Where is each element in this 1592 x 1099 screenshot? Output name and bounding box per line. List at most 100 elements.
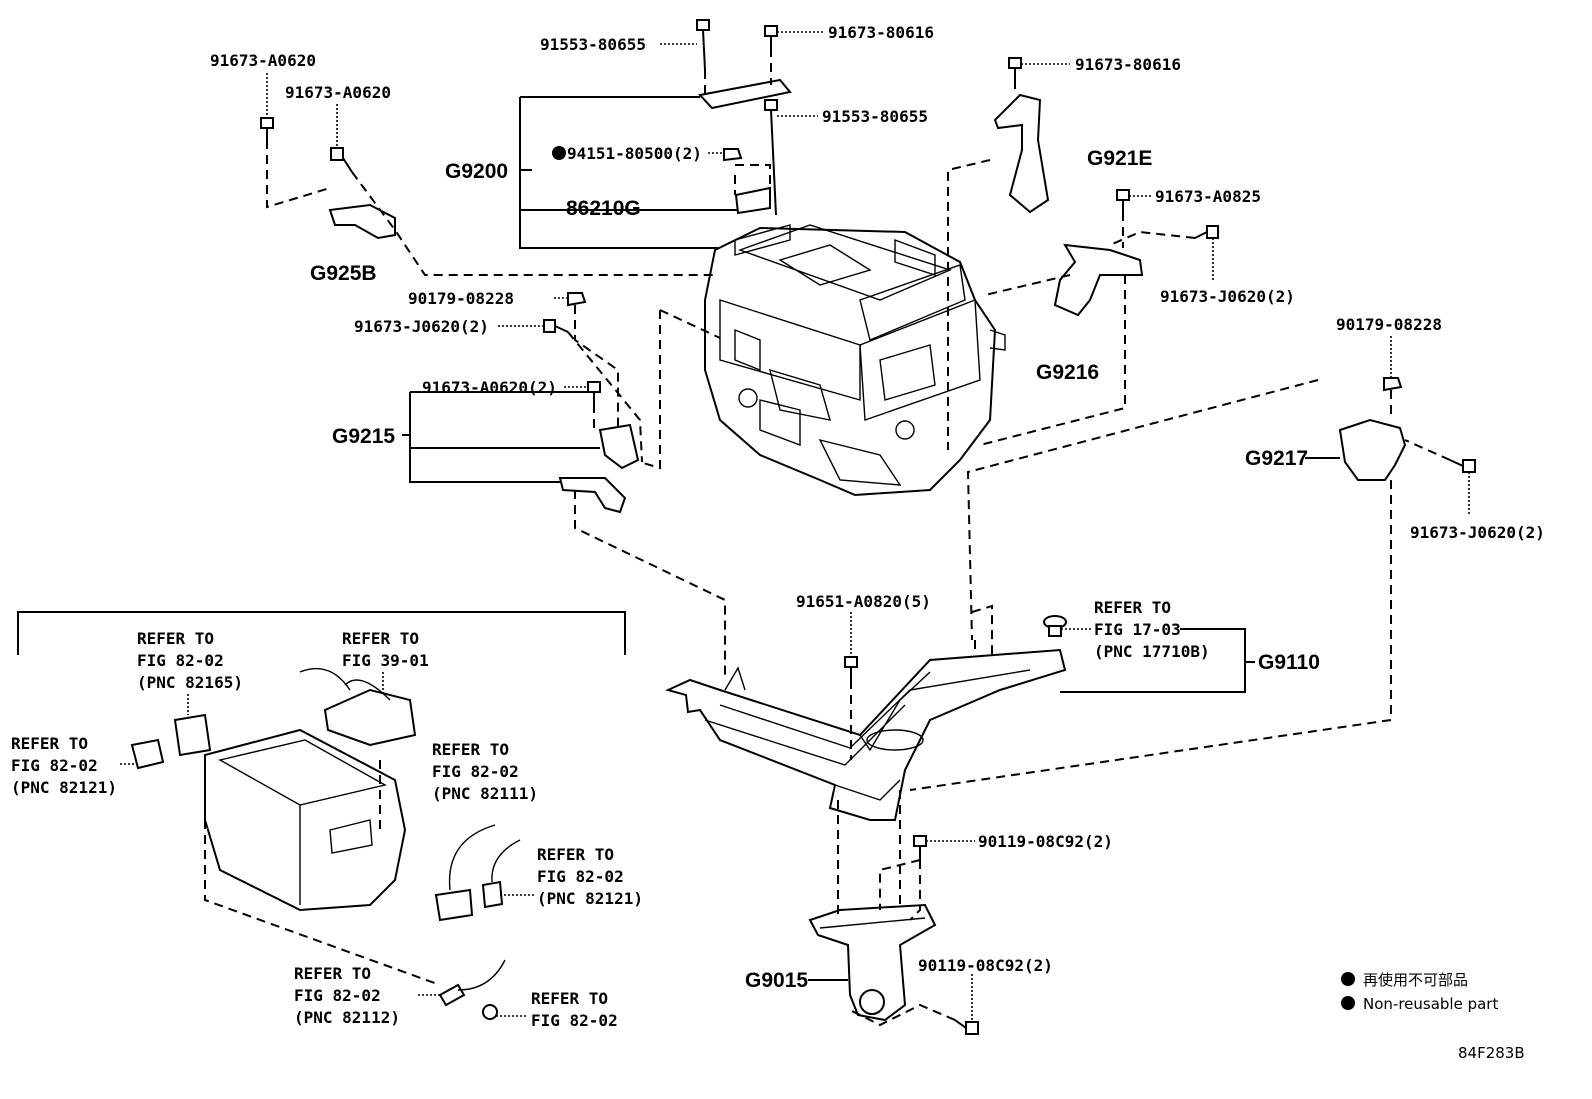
label-91673-A0620-a: 91673-A0620 <box>210 51 316 70</box>
svg-text:(PNC 82165): (PNC 82165) <box>137 673 243 692</box>
label-G9200: G9200 <box>445 160 508 183</box>
bolt-91651 <box>844 656 858 680</box>
svg-text:FIG 82-02: FIG 82-02 <box>137 651 224 670</box>
svg-text:FIG 82-02: FIG 82-02 <box>432 762 519 781</box>
svg-text:REFER TO: REFER TO <box>11 734 88 753</box>
bolt-91673-J0620-left <box>543 319 569 333</box>
svg-text:FIG 17-03: FIG 17-03 <box>1094 620 1181 639</box>
part-86210G-shape <box>734 186 771 215</box>
label-91553-80655-top: 91553-80655 <box>540 35 646 54</box>
label-91673-J0620-far: 91673-J0620(2) <box>1410 523 1545 542</box>
label-G9015: G9015 <box>745 969 808 992</box>
bolt-91553-80655-top <box>696 19 710 71</box>
svg-text:FIG 82-02: FIG 82-02 <box>537 867 624 886</box>
bracket-G9215-lower <box>558 477 627 514</box>
ref-82-02: REFER TO FIG 82-02 <box>531 989 618 1030</box>
bolt-91673-A0620-b <box>330 147 353 173</box>
svg-text:(PNC 17710B): (PNC 17710B) <box>1094 642 1210 661</box>
label-G9215: G9215 <box>332 425 395 448</box>
ref-82165: REFER TO FIG 82-02 (PNC 82165) <box>137 629 243 692</box>
label-91651-A0820: 91651-A0820(5) <box>796 592 931 611</box>
non-reusable-dot-icon <box>552 146 566 160</box>
inverter-assembly <box>704 224 1006 497</box>
bolt-91673-A0825 <box>1116 189 1130 212</box>
label-G9216: G9216 <box>1036 361 1099 384</box>
bolt-90119-a <box>913 835 927 860</box>
label-G921E: G921E <box>1087 147 1152 170</box>
diagram-code: 84F283B <box>1458 1044 1525 1062</box>
bolt-91553-80655-mid <box>764 99 778 216</box>
alignment-dashes <box>204 48 1451 1027</box>
label-86210G: 86210G <box>566 197 641 220</box>
label-G9110: G9110 <box>1258 651 1320 674</box>
bolt-91673-80616-top <box>764 25 778 48</box>
svg-text:FIG 82-02: FIG 82-02 <box>294 986 381 1005</box>
label-91673-A0620-b: 91673-A0620 <box>285 83 391 102</box>
bolt-91673-A0620-a <box>260 117 274 140</box>
label-90119-08C92-b: 90119-08C92(2) <box>918 956 1053 975</box>
label-91553-80655-mid: 91553-80655 <box>822 107 928 126</box>
svg-text:REFER TO: REFER TO <box>137 629 214 648</box>
bolt-91673-A0620-2 <box>587 381 601 404</box>
ref-39-01: REFER TO FIG 39-01 <box>342 629 429 670</box>
label-94151-80500: 94151-80500(2) <box>567 144 702 163</box>
part-labels: 91553-80655 91673-80616 91673-80616 9167… <box>210 23 1545 992</box>
label-G9217: G9217 <box>1245 447 1308 470</box>
svg-text:REFER TO: REFER TO <box>531 989 608 1008</box>
legend-japanese: 再使用不可部品 <box>1363 971 1468 989</box>
inset-bracket <box>17 611 626 655</box>
label-91673-J0620-right: 91673-J0620(2) <box>1160 287 1295 306</box>
label-91673-80616-right: 91673-80616 <box>1075 55 1181 74</box>
leader-lines <box>120 31 1470 1022</box>
bracket-G9200 <box>519 96 738 249</box>
ref-82111: REFER TO FIG 82-02 (PNC 82111) <box>432 740 538 803</box>
label-90119-08C92-a: 90119-08C92(2) <box>978 832 1113 851</box>
svg-text:REFER TO: REFER TO <box>294 964 371 983</box>
label-91673-A0620-2: 91673-A0620(2) <box>422 378 557 397</box>
svg-text:(PNC 82112): (PNC 82112) <box>294 1008 400 1027</box>
nut-90179-right <box>1383 377 1403 392</box>
bracket-G9110 <box>1060 628 1255 693</box>
svg-text:REFER TO: REFER TO <box>342 629 419 648</box>
bracket-G921E <box>993 93 1050 214</box>
svg-text:(PNC 82111): (PNC 82111) <box>432 784 538 803</box>
legend-english: Non-reusable part <box>1363 995 1498 1013</box>
svg-text:REFER TO: REFER TO <box>1094 598 1171 617</box>
plate-top <box>698 78 792 110</box>
bracket-G9215 <box>402 391 600 483</box>
ref-82121-right: REFER TO FIG 82-02 (PNC 82121) <box>537 845 643 908</box>
svg-text:FIG 82-02: FIG 82-02 <box>11 756 98 775</box>
svg-text:FIG 82-02: FIG 82-02 <box>531 1011 618 1030</box>
bracket-G925B <box>328 203 396 240</box>
bracket-G9217 <box>1338 418 1407 481</box>
nut-90179-left <box>567 292 587 307</box>
bolt-90119-b <box>954 1019 979 1035</box>
svg-text:REFER TO: REFER TO <box>537 845 614 864</box>
label-91673-80616-top: 91673-80616 <box>828 23 934 42</box>
label-91673-J0620-left: 91673-J0620(2) <box>354 317 489 336</box>
grommet-17710B <box>1043 615 1067 637</box>
label-90179-08228-right: 90179-08228 <box>1336 315 1442 334</box>
label-91673-A0825: 91673-A0825 <box>1155 187 1261 206</box>
ref-82121-left: REFER TO FIG 82-02 (PNC 82121) <box>11 734 117 797</box>
ref-17-03: REFER TO FIG 17-03 (PNC 17710B) <box>1094 598 1210 661</box>
label-G925B: G925B <box>310 262 377 285</box>
svg-text:REFER TO: REFER TO <box>432 740 509 759</box>
crossmember-G9110 <box>665 648 1067 821</box>
legend: 再使用不可部品 Non-reusable part <box>1341 971 1498 1013</box>
svg-text:(PNC 82121): (PNC 82121) <box>11 778 117 797</box>
non-reusable-dot-icon <box>1341 996 1355 1010</box>
ref-82112: REFER TO FIG 82-02 (PNC 82112) <box>294 964 400 1027</box>
non-reusable-dot-icon <box>1341 972 1355 986</box>
bracket-G9216 <box>1053 243 1144 317</box>
bolt-91673-80616-right <box>1008 57 1022 80</box>
inset-assembly <box>130 667 521 1020</box>
bracket-G9215-upper <box>598 423 640 470</box>
svg-text:FIG 39-01: FIG 39-01 <box>342 651 429 670</box>
bolt-91673-J0620-far <box>1449 459 1476 473</box>
bolt-91673-J0620-right <box>1194 225 1219 239</box>
mount-G9015 <box>808 903 937 1022</box>
reference-labels: REFER TO FIG 82-02 (PNC 82165) REFER TO … <box>11 598 1210 1030</box>
label-90179-08228-left: 90179-08228 <box>408 289 514 308</box>
